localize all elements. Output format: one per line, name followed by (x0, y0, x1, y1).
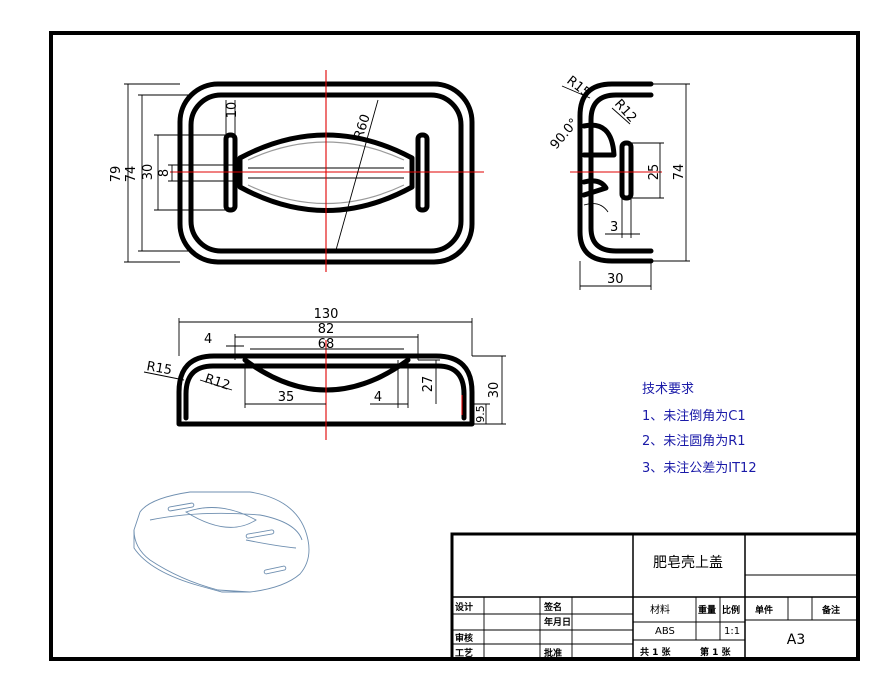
tech-requirements-title: 技术要求 (642, 382, 694, 397)
front-dim-r15: R15 (145, 359, 173, 378)
side-dim-30: 30 (607, 272, 624, 287)
tb-remark: 备注 (821, 604, 840, 616)
side-view (561, 81, 690, 290)
tb-weight: 重量 (698, 604, 716, 616)
tb-scale-label: 比例 (722, 604, 740, 616)
front-dim-4-right: 4 (374, 390, 382, 405)
front-dim-r12: R12 (203, 372, 232, 394)
front-dim-130: 130 (314, 307, 339, 322)
side-dim-25: 25 (647, 164, 662, 181)
side-dim-angle: 90.0° (548, 116, 582, 153)
tech-requirement-item-3: 3、未注公差为IT12 (642, 461, 757, 476)
title-block (450, 532, 860, 661)
tech-requirement-item-1: 1、未注倒角为C1 (642, 409, 746, 424)
tb-scale-value: 1:1 (724, 626, 740, 637)
top-dim-74: 74 (124, 166, 139, 183)
side-dim-r15: R15 (564, 73, 593, 101)
tb-process: 工艺 (455, 647, 473, 659)
front-dim-27: 27 (421, 376, 436, 393)
drawing-border (49, 31, 860, 661)
front-dim-35: 35 (278, 390, 295, 405)
tb-approve: 批准 (544, 647, 562, 659)
part-name: 肥皂壳上盖 (653, 554, 723, 571)
top-dim-30: 30 (141, 164, 156, 181)
front-dim-82: 82 (318, 322, 335, 337)
tb-material-label: 材料 (650, 603, 670, 616)
front-dim-4-left: 4 (204, 332, 212, 347)
front-view (143, 318, 506, 440)
tb-single: 单件 (755, 604, 773, 616)
tb-material-value: ABS (655, 626, 675, 637)
isometric-view (133, 491, 310, 593)
side-dim-r12: R12 (611, 97, 639, 126)
top-dim-r60: R60 (352, 112, 374, 141)
tb-signature: 签名 (543, 601, 562, 613)
tech-requirement-item-2: 2、未注圆角为R1 (642, 434, 746, 449)
tb-design: 设计 (455, 601, 473, 613)
tb-sheet-no: 第 1 张 (700, 646, 732, 658)
tb-sheet-size: A3 (787, 632, 805, 648)
side-dim-74: 74 (672, 164, 687, 181)
tb-total-sheets: 共 1 张 (640, 646, 672, 658)
top-dim-10: 10 (225, 102, 240, 119)
tb-date: 年月日 (544, 616, 571, 628)
front-dim-30: 30 (487, 382, 502, 399)
top-dim-79: 79 (109, 166, 124, 183)
top-dim-8: 8 (157, 169, 172, 177)
front-dim-68: 68 (318, 337, 335, 352)
side-dim-3: 3 (610, 220, 618, 235)
front-dim-9-5: 9.5 (474, 405, 487, 423)
tb-review: 审核 (455, 632, 473, 644)
top-view (124, 70, 484, 272)
